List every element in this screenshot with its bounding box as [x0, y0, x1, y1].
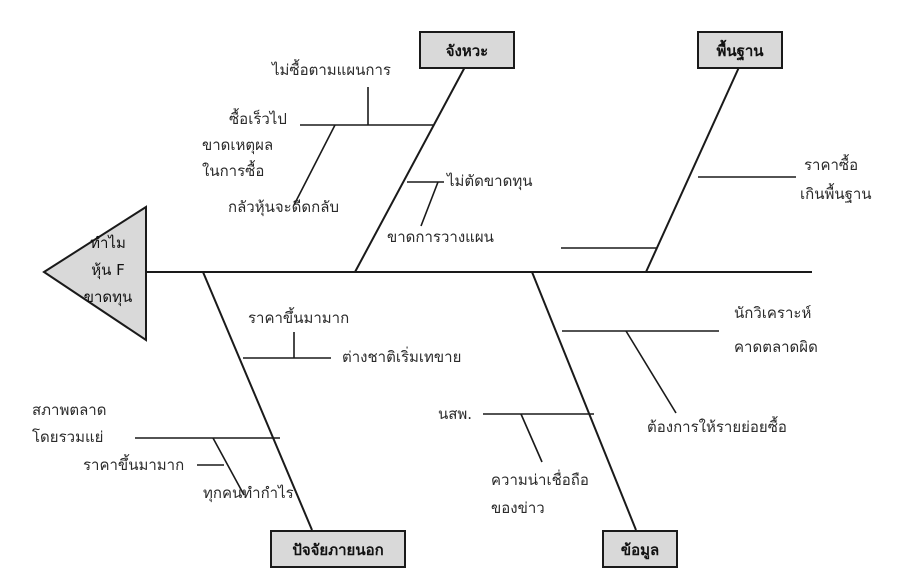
category-box-information: [602, 530, 678, 568]
cause-analyst-line2: คาดตลาดผิด: [734, 338, 818, 356]
cause-price-rose-a: ราคาขึ้นมามาก: [248, 307, 349, 327]
cause-market-line1: สภาพตลาด: [32, 401, 106, 419]
sub-bone-everyone-profit: [212, 437, 245, 496]
head-label-line3: ขาดทุน: [84, 288, 133, 307]
sub-bone-fear-rebound: [293, 124, 336, 206]
cause-price-above-line1: ราคาซื้อ: [804, 154, 858, 174]
sub-bone-want-retail-buy: [625, 330, 677, 414]
head-label-line2: หุ้น F: [91, 261, 125, 280]
head-label-line1: ทำไม: [90, 234, 126, 252]
sub-bone-credibility: [520, 413, 543, 463]
sub-bone-no-planning: [420, 181, 439, 227]
cause-no-cut-loss: ไม่ตัดขาดทุน: [446, 172, 532, 191]
category-label-timing: จังหวะ: [446, 42, 488, 60]
cause-analyst-line1: นักวิเคราะห์: [734, 304, 811, 322]
cause-fear-rebound: กลัวหุ้นจะดีดกลับ: [228, 198, 339, 217]
bone-timing: [354, 64, 467, 273]
cause-no-planning: ขาดการวางแผน: [387, 228, 494, 246]
cause-irrational-line2: ในการซื้อ: [202, 160, 264, 180]
cause-credibility-line2: ของข่าว: [491, 499, 545, 517]
cause-not-following-plan: ไม่ซื้อตามแผนการ: [271, 59, 391, 79]
cause-price-above-line2: เกินพื้นฐาน: [800, 183, 872, 203]
cause-market-line2: โดยรวมแย่: [32, 428, 103, 446]
category-box-external: [270, 530, 406, 568]
cause-everyone-profit: ทุกคนทำกำไร: [203, 484, 294, 503]
category-label-fundamental: พื้นฐาน: [716, 39, 764, 61]
head-shape: [42, 205, 147, 342]
cause-credibility-line1: ความน่าเชื่อถือ: [491, 469, 589, 489]
cause-bought-too-early: ซื้อเร็วไป: [229, 108, 287, 128]
category-label-information: ข้อมูล: [621, 541, 659, 560]
cause-want-retail-buy: ต้องการให้รายย่อยซื้อ: [647, 416, 787, 436]
bone-information: [531, 271, 637, 531]
cause-newspaper: นสพ.: [438, 405, 472, 423]
cause-foreigners-selling: ต่างชาติเริ่มเทขาย: [342, 346, 461, 366]
cause-irrational-line1: ขาดเหตุผล: [202, 136, 273, 155]
cause-price-rose-b: ราคาขึ้นมามาก: [83, 454, 184, 474]
bone-fundamental: [645, 64, 741, 273]
bone-external: [202, 271, 313, 531]
category-box-timing: [419, 31, 515, 69]
category-label-external: ปัจจัยภายนอก: [292, 541, 383, 559]
category-box-fundamental: [697, 31, 783, 69]
